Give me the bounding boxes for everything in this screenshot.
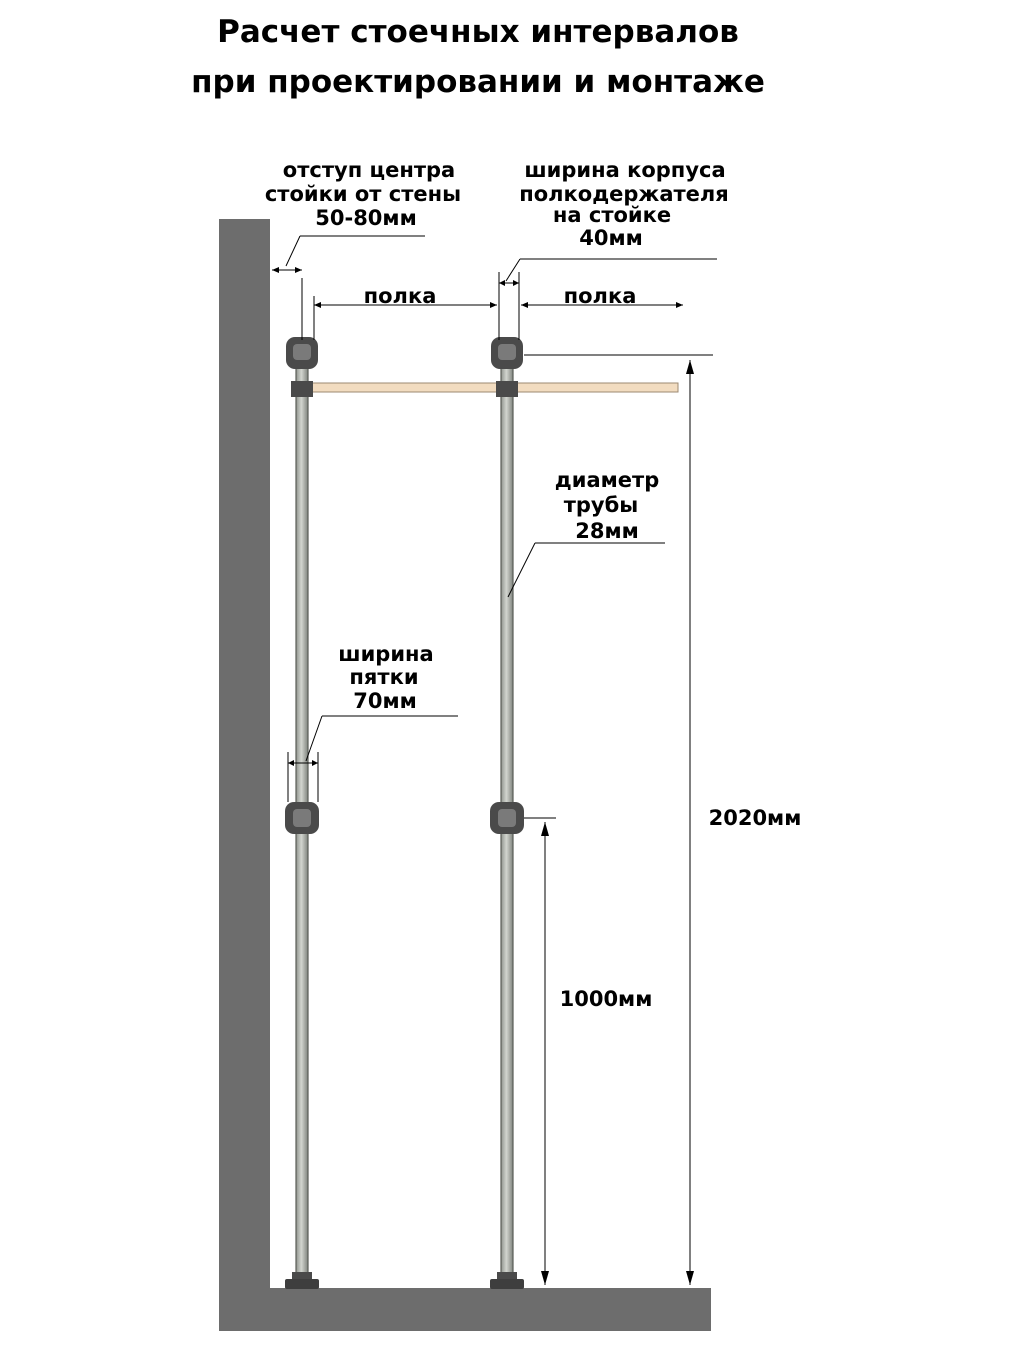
- mid-holder-right: [490, 802, 524, 834]
- top-holder-left: [286, 337, 318, 397]
- floor: [219, 1288, 711, 1331]
- offset-label-2: стойки от стены: [265, 182, 461, 206]
- offset-label-1: отступ центра: [283, 158, 455, 182]
- height-total-label: 2020мм: [709, 806, 802, 830]
- pipe-label-2: трубы: [564, 493, 639, 517]
- shelf-left-label: полка: [364, 284, 437, 308]
- foot-right: [490, 1272, 524, 1289]
- mid-holder-left: [285, 802, 319, 834]
- heel-width-dimension: [287, 715, 458, 802]
- wall: [219, 219, 270, 1331]
- shelf-board: [297, 382, 679, 393]
- height-lower-dimension: [524, 817, 556, 1285]
- foot-left: [285, 1272, 319, 1289]
- shelf-right-label: полка: [564, 284, 637, 308]
- housing-label-1: ширина корпуса: [524, 158, 725, 182]
- housing-label-4: 40мм: [579, 226, 643, 250]
- heel-label-1: ширина: [338, 642, 433, 666]
- housing-label-3: на стойке: [553, 203, 671, 227]
- top-holder-right: [491, 337, 523, 397]
- pipe-label-3: 28мм: [575, 519, 639, 543]
- offset-label-3: 50-80мм: [315, 206, 417, 230]
- height-lower-label: 1000мм: [560, 987, 653, 1011]
- shelf-right-dimension: [521, 302, 683, 308]
- housing-dimension: [498, 258, 717, 340]
- title-line-2: при проектировании и монтаже: [191, 64, 765, 100]
- height-total-dimension: [524, 354, 713, 1285]
- offset-dimension: [272, 235, 425, 340]
- heel-label-2: пятки: [349, 665, 418, 689]
- title-line-1: Расчет стоечных интервалов: [217, 14, 739, 50]
- shelf-left-dimension: [313, 296, 497, 340]
- heel-label-3: 70мм: [353, 689, 417, 713]
- housing-label-2: полкодержателя: [519, 182, 729, 206]
- pipe-diameter-callout: [507, 542, 665, 598]
- pipe-label-1: диаметр: [555, 468, 659, 492]
